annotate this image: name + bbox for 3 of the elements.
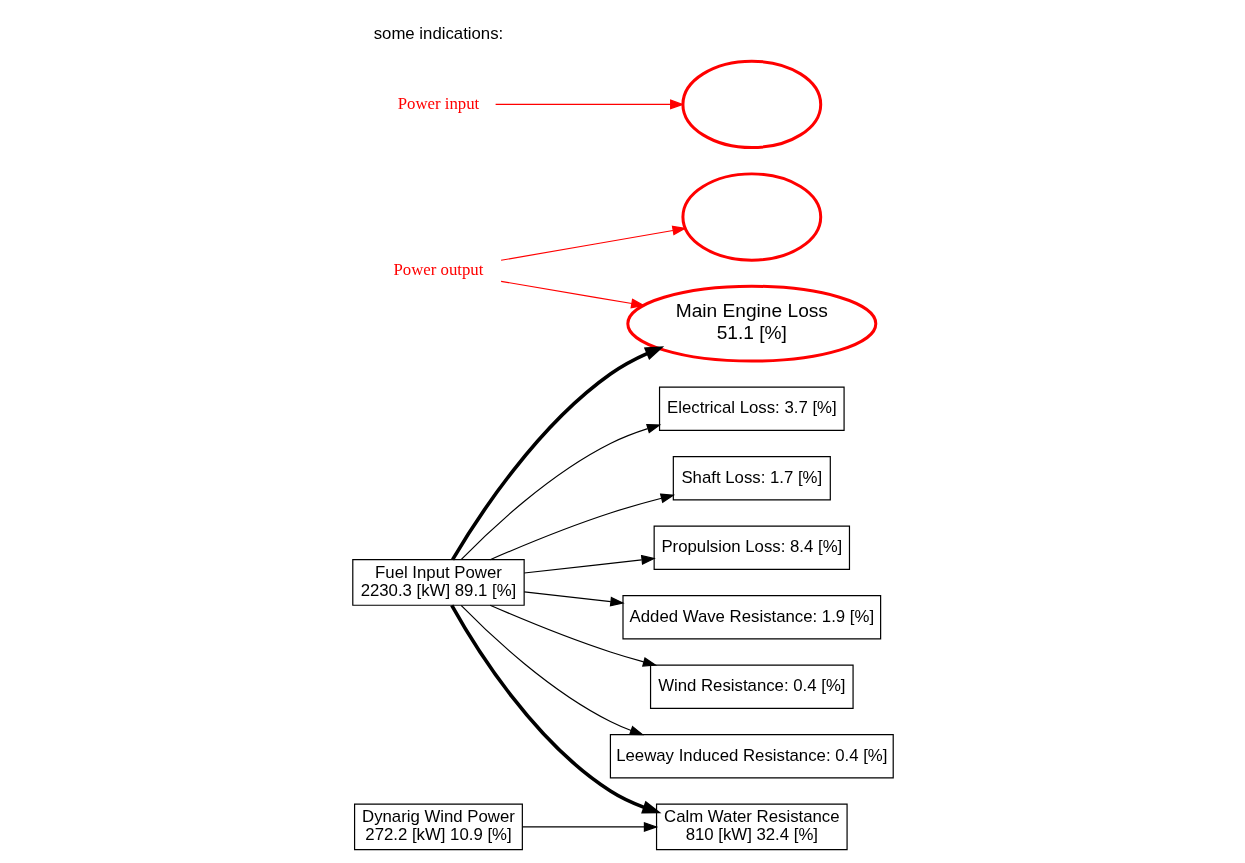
label: some indications: [373, 24, 503, 44]
node-text: Power output [393, 260, 483, 280]
node-text: Power input [397, 93, 479, 113]
